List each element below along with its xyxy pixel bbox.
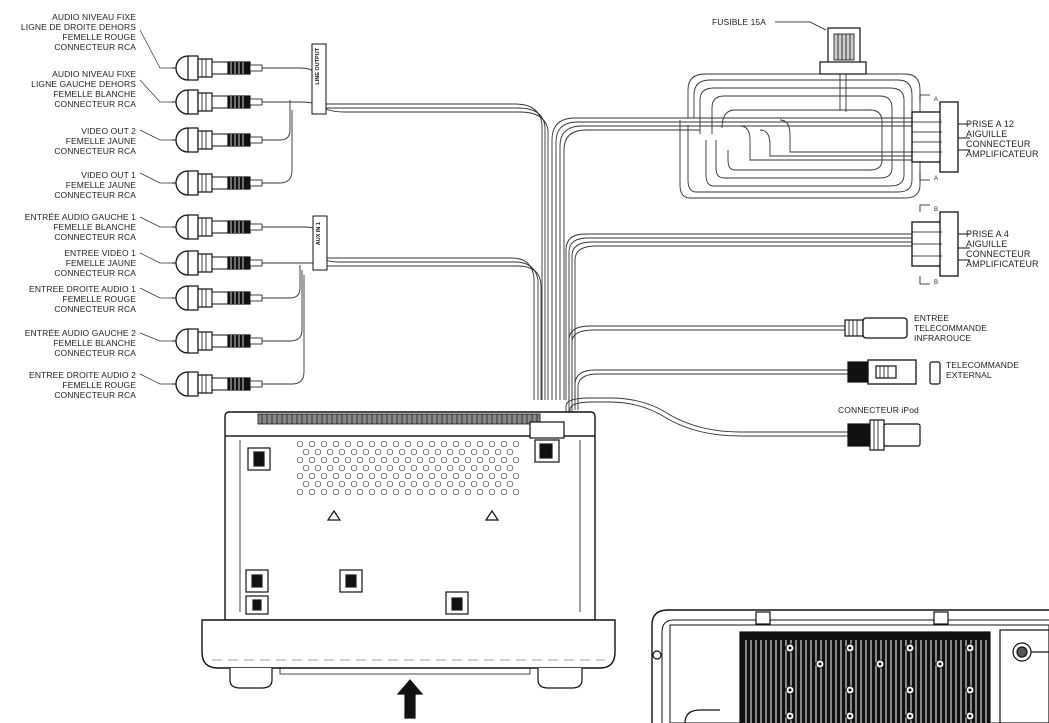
external-remote-connector <box>847 359 941 385</box>
label-line: ENTRÉE AUDIO GAUCHE 1 <box>24 212 136 222</box>
label-line: CONNECTEUR RCA <box>54 348 136 358</box>
label-line: CONNECTEUR RCA <box>54 146 136 156</box>
label-line: ENTREE DROITE AUDIO 2 <box>29 370 136 380</box>
label-line: CONNECTEUR RCA <box>54 232 136 242</box>
aux-in-tag: AUX IN 1 <box>316 222 322 246</box>
label-line: VIDEO OUT 2 <box>81 126 136 136</box>
fuse-15a <box>775 21 867 75</box>
rca-connector <box>139 79 263 115</box>
rca-connector <box>139 214 263 240</box>
label-line: VIDEO OUT 1 <box>81 170 136 180</box>
label-line: AUDIO NIVEAU FIXE <box>52 69 136 79</box>
main-cable-bundle <box>262 67 912 437</box>
label-line: FEMELLE BLANCHE <box>53 89 136 99</box>
rca-connector <box>139 371 263 397</box>
aux-in-band <box>312 215 328 271</box>
label-line: CONNECTEUR RCA <box>54 190 136 200</box>
fuse-loop-wires <box>679 68 921 199</box>
rca-connector-group <box>139 29 263 397</box>
label-external-remote: TELECOMMANDE EXTERNAL <box>946 360 1019 380</box>
label-line: LIGNE GAUCHE DEHORS <box>31 79 136 89</box>
label-fuse: FUSIBLE 15A <box>712 17 767 27</box>
label-line: LIGNE DE DROITE DEHORS <box>20 22 136 32</box>
pin-label-b-bottom: B <box>934 280 939 286</box>
label-line: FEMELLE BLANCHE <box>53 338 136 348</box>
pin-label-a-bottom: A <box>934 176 939 182</box>
label-line: CONNECTEUR RCA <box>54 268 136 278</box>
rca-connector <box>139 170 263 196</box>
label-line: FEMELLE ROUGE <box>62 294 136 304</box>
ipod-connector <box>847 419 921 451</box>
label-line: ENTREE VIDEO 1 <box>64 248 136 258</box>
label-line: AUDIO NIVEAU FIXE <box>52 12 136 22</box>
label-ipod-connector: CONNECTEUR iPod <box>838 405 919 415</box>
pin-label-a-top: A <box>934 97 939 103</box>
label-line: FEMELLE JAUNE <box>65 136 136 146</box>
label-ir-input: ENTREE TELECOMMANDE INFRAROUCE <box>914 313 987 343</box>
insert-direction-arrow <box>396 679 424 719</box>
label-line: CONNECTEUR RCA <box>54 304 136 314</box>
label-4-pin-plug: PRISE A 4 AIGUILLE CONNECTEUR AMPLIFICAT… <box>966 229 1039 269</box>
label-line: ENTREE DROITE AUDIO 1 <box>29 284 136 294</box>
label-line: CONNECTEUR RCA <box>54 390 136 400</box>
label-line: FEMELLE ROUGE <box>62 32 136 42</box>
back-panel-view <box>651 609 1049 723</box>
rca-connector <box>139 250 263 276</box>
4-pin-plug <box>911 204 970 285</box>
label-12-pin-plug: PRISE A 12 AIGUILLE CONNECTEUR AMPLIFICA… <box>966 119 1039 159</box>
label-line: CONNECTEUR RCA <box>54 99 136 109</box>
rca-connector <box>139 285 263 311</box>
label-line: FEMELLE JAUNE <box>65 258 136 268</box>
rca-connector <box>139 29 263 81</box>
label-line: FEMELLE JAUNE <box>65 180 136 190</box>
rca-connector <box>139 127 263 153</box>
label-line: FEMELLE ROUGE <box>62 380 136 390</box>
ir-input-jack <box>844 317 908 339</box>
label-line: ENTRÉE AUDIO GAUCHE 2 <box>24 328 136 338</box>
line-output-tag: LINE OUTPUT <box>315 48 321 85</box>
label-line: FEMELLE BLANCHE <box>53 222 136 232</box>
pin-label-b-top: B <box>934 207 939 213</box>
head-unit-chassis <box>201 411 616 689</box>
line-output-band <box>311 43 327 115</box>
rca-connector <box>139 328 263 354</box>
label-line: CONNECTEUR RCA <box>54 42 136 52</box>
12-pin-plug <box>911 94 970 181</box>
